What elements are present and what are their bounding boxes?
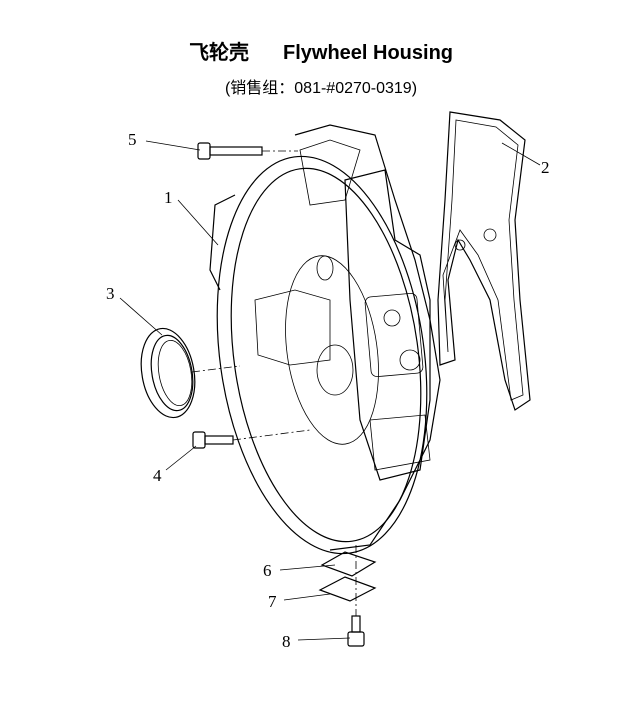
title-english: Flywheel Housing: [282, 42, 454, 64]
oil-seal-drawing: [140, 327, 196, 419]
callout-3: 3: [106, 284, 115, 303]
callout-2: 2: [541, 158, 550, 177]
bolt-8-drawing: [347, 615, 365, 647]
callout-1: 1: [164, 188, 173, 207]
callout-7: 7: [268, 592, 277, 611]
callout-8: 8: [282, 632, 291, 651]
flywheel-housing-drawing: [209, 124, 441, 555]
diagram-title: 飞轮壳 Flywheel Housing: [0, 36, 642, 65]
plate-6-drawing: [320, 551, 377, 577]
gasket-drawing: [437, 111, 531, 411]
bolt-4-drawing: [192, 431, 234, 449]
bolt-5-drawing: [197, 142, 263, 160]
gasket-7-drawing: [318, 576, 377, 602]
callout-6: 6: [263, 561, 272, 580]
sales-group-subtitle: (销售组：081-#0270-0319): [224, 80, 418, 97]
callout-5: 5: [128, 130, 137, 149]
callout-4: 4: [153, 466, 162, 485]
title-chinese: 飞轮壳: [188, 42, 249, 64]
